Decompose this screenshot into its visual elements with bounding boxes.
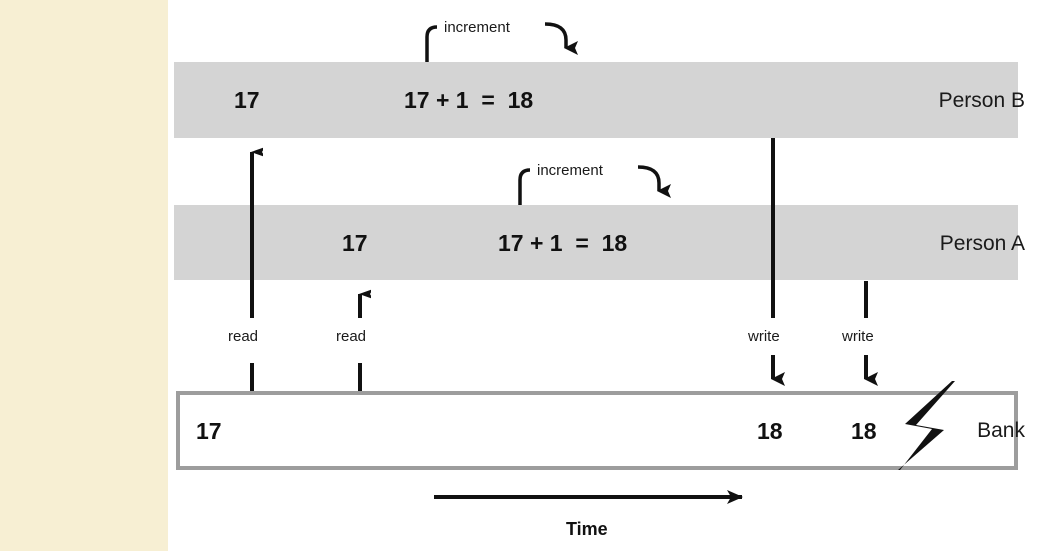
row-label-person-b: Person B <box>938 89 1025 112</box>
increment-label-person-a: increment <box>537 162 603 179</box>
bank-write-value-1: 18 <box>757 418 783 444</box>
bank-account-box <box>176 391 1018 470</box>
write-label-person-a: write <box>842 328 874 345</box>
lifeline-band-person-a <box>174 205 1018 280</box>
person-b-expression: 17 + 1 = 18 <box>404 87 534 113</box>
row-label-person-a: Person A <box>939 232 1025 255</box>
person-a-expression: 17 + 1 = 18 <box>498 230 628 256</box>
row-label-bank: Bank <box>977 419 1025 442</box>
read-label-person-a: read <box>336 328 367 345</box>
bank-initial-value: 17 <box>196 418 222 444</box>
lifeline-band-person-b <box>174 62 1018 138</box>
read-label-person-b: read <box>228 328 259 345</box>
time-axis-label: Time <box>566 519 608 539</box>
legend-sidebar <box>0 0 168 551</box>
person-b-read-value: 17 <box>234 87 260 113</box>
increment-label-person-b: increment <box>444 19 510 36</box>
person-a-read-value: 17 <box>342 230 368 256</box>
write-label-person-b: write <box>748 328 780 345</box>
bank-write-value-2: 18 <box>851 418 877 444</box>
